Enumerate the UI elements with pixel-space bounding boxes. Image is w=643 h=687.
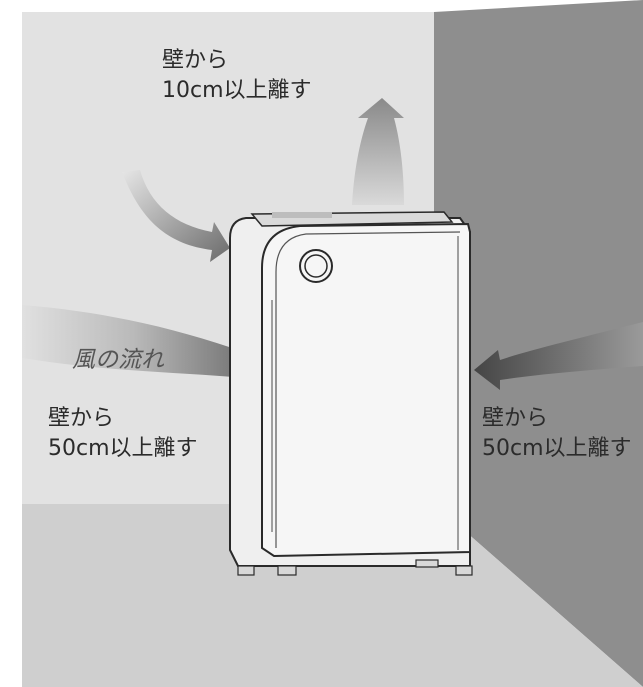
left-clearance-line2: 50cm以上離す bbox=[48, 436, 198, 461]
right-clearance-line2: 50cm以上離す bbox=[482, 436, 632, 461]
unit-foot-center bbox=[277, 565, 297, 576]
unit-foot-back bbox=[415, 559, 439, 568]
exhaust-arrow bbox=[352, 98, 404, 205]
top-clearance-line1: 壁から bbox=[162, 48, 229, 73]
airflow-label: 風の流れ bbox=[72, 347, 164, 373]
control-panel bbox=[272, 212, 332, 218]
left-clearance-label: 壁から 50cm以上離す bbox=[48, 404, 198, 464]
unit-foot-right bbox=[455, 565, 473, 576]
sensor-inner bbox=[304, 254, 328, 278]
side-wall bbox=[434, 0, 643, 687]
right-clearance-label: 壁から 50cm以上離す bbox=[482, 404, 632, 464]
intake-right-arrow bbox=[474, 322, 643, 390]
unit-front-panel bbox=[261, 222, 471, 558]
unit-foot-left bbox=[237, 565, 255, 576]
top-clearance-label: 壁から 10cm以上離す bbox=[162, 46, 312, 106]
left-clearance-line1: 壁から bbox=[48, 406, 115, 431]
air-purifier-unit bbox=[229, 211, 473, 576]
intake-left-arrow bbox=[22, 305, 270, 388]
unit-front-inner-edge bbox=[275, 231, 461, 548]
floor bbox=[22, 504, 643, 687]
intake-curved-arrow bbox=[122, 170, 230, 262]
right-clearance-line1: 壁から bbox=[482, 406, 549, 431]
top-clearance-line2: 10cm以上離す bbox=[162, 78, 312, 103]
